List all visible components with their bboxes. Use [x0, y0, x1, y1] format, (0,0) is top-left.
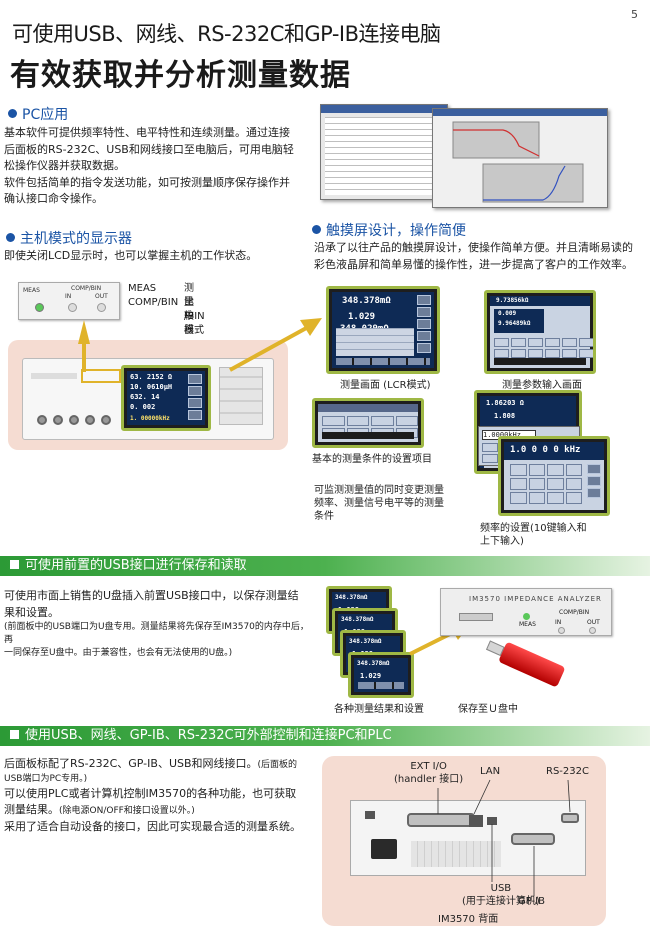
- bullet-icon: [6, 233, 15, 242]
- in-label: IN: [65, 293, 72, 300]
- caption-screens: 各种测量结果和设置: [334, 704, 424, 715]
- meas-led-icon: [523, 613, 530, 620]
- caption-save-usb: 保存至Ｕ盘中: [458, 704, 518, 715]
- power-inlet-icon: [371, 839, 397, 859]
- rear-caption: IM3570 背面: [438, 914, 499, 925]
- external-section-bar: 使用USB、网线、GP-IB、RS-232C可外部控制和连接PC和PLC: [0, 726, 650, 746]
- connector-icon: [37, 415, 47, 425]
- pc-app-heading: PC应用: [8, 104, 68, 124]
- indicator-highlight-box: [81, 369, 121, 383]
- software-table-screenshot: [320, 104, 448, 200]
- page-title-line2: 有效获取并分析测量数据: [10, 58, 351, 93]
- lan-label: LAN: [480, 766, 501, 777]
- usb-port-icon: [459, 613, 493, 621]
- bullet-icon: [312, 225, 321, 234]
- indicator-panel-zoom: MEAS COMP/BIN IN OUT: [18, 282, 120, 320]
- connector-icon: [85, 415, 95, 425]
- switch-icon: [365, 811, 375, 819]
- front-lcd-screen: 63. 2152 Ω 10. 0610μH 632. 14 0. 002 1. …: [121, 365, 211, 431]
- lcr-measure-screen: 348.378mΩ 1.029 348.029mΩ: [326, 286, 440, 374]
- software-graph-screenshot: [432, 108, 608, 208]
- in-led-icon: [558, 627, 565, 634]
- gpib-connector-icon: [511, 833, 555, 845]
- caption-param-screen: 测量参数输入画面: [502, 380, 582, 391]
- out-led-icon: [589, 627, 596, 634]
- page-title-line1: 可使用USB、网线、RS-232C和GP-IB连接电脑: [12, 22, 441, 46]
- caption-monitor: 可监测测量值的同时变更测量 频率、测量信号电平等的测量 条件: [314, 485, 444, 522]
- out-label: OUT: [95, 293, 108, 300]
- square-bullet-icon: [10, 560, 19, 569]
- host-display-body: 即使关闭LCD显示时，也可以掌握主机的工作状态。: [4, 249, 258, 262]
- usb-stick-icon: [483, 633, 567, 689]
- comp-bin-label: COMP/BIN: [71, 285, 102, 292]
- page-number: 5: [631, 8, 638, 21]
- caption-lcr-screen: 测量画面 (LCR模式): [340, 380, 431, 391]
- usb-front-panel: IM3570 IMPEDANCE ANALYZER MEAS COMP/BIN …: [440, 588, 612, 636]
- lan-port-icon: [469, 815, 483, 827]
- caption-frequency: 频率的设置(10键输入和 上下输入): [480, 523, 587, 547]
- connector-icon: [69, 415, 79, 425]
- pointer-arrows: [78, 318, 322, 372]
- host-display-heading: 主机模式的显示器: [6, 228, 132, 248]
- touch-screen-body: 沿承了以往产品的触摸屏设计，使操作简单方便。并且清晰易读的 彩色液晶屏和简单易懂…: [314, 241, 633, 271]
- bullet-icon: [8, 109, 17, 118]
- connector-icon: [101, 415, 111, 425]
- usb-port-icon: [487, 817, 497, 825]
- rs232c-connector-icon: [561, 813, 579, 823]
- usb-section-note: (前面板中的USB端口为U盘专用。测量結果将先保存至IM3570的内存中后，再 …: [4, 622, 309, 658]
- caption-conditions-screen: 基本的测量条件的设置项目: [312, 454, 432, 465]
- usb-section-bar: 可使用前置的USB接口进行保存和读取: [0, 556, 650, 576]
- touch-screen-heading: 触摸屏设计，操作简便: [312, 220, 466, 240]
- usb-section-body: 可使用市面上销售的U盘插入前置USB接口中，以保存测量结 果和设置。: [4, 589, 299, 619]
- rs232c-label: RS-232C: [546, 766, 589, 777]
- instrument-front-panel-bg: 63. 2152 Ω 10. 0610μH 632. 14 0. 002 1. …: [8, 340, 288, 450]
- meas-label: MEAS: [23, 287, 40, 294]
- usb-label: USB (用于连接计算机): [462, 883, 540, 907]
- out-led-icon: [97, 303, 106, 312]
- frequency-keypad-screen: 1.0 0 0 0 kHz: [498, 436, 610, 516]
- square-bullet-icon: [10, 730, 19, 739]
- rear-panel-bg: EXT I/O (handler 接口) LAN RS-232C USB (用于…: [322, 756, 606, 926]
- pc-app-body: 基本软件可提供频率特性、电平特性和连续测量。通过连接 后面板的RS-232C、U…: [4, 126, 294, 205]
- front-keys: [219, 367, 263, 425]
- leader-lines: [437, 779, 571, 896]
- rear-panel: [350, 800, 586, 876]
- conditions-screen: [312, 398, 424, 448]
- instrument-front-panel: 63. 2152 Ω 10. 0610μH 632. 14 0. 002 1. …: [22, 358, 274, 440]
- parameter-input-screen: 9.73856kΩ 0.009 9.96489kΩ: [484, 290, 596, 374]
- connector-icon: [53, 415, 63, 425]
- frequency-graph: [452, 121, 584, 203]
- panel-model-label: IM3570 IMPEDANCE ANALYZER: [469, 595, 602, 603]
- gpib-label: GP-IB: [518, 896, 545, 907]
- external-section-body: 后面板标配了RS-232C、GP-IB、USB和网线接口。(后面板的 USB端口…: [4, 757, 301, 833]
- in-led-icon: [68, 303, 77, 312]
- ext-io-label: EXT I/O (handler 接口): [394, 761, 464, 785]
- meas-led-icon: [35, 303, 44, 312]
